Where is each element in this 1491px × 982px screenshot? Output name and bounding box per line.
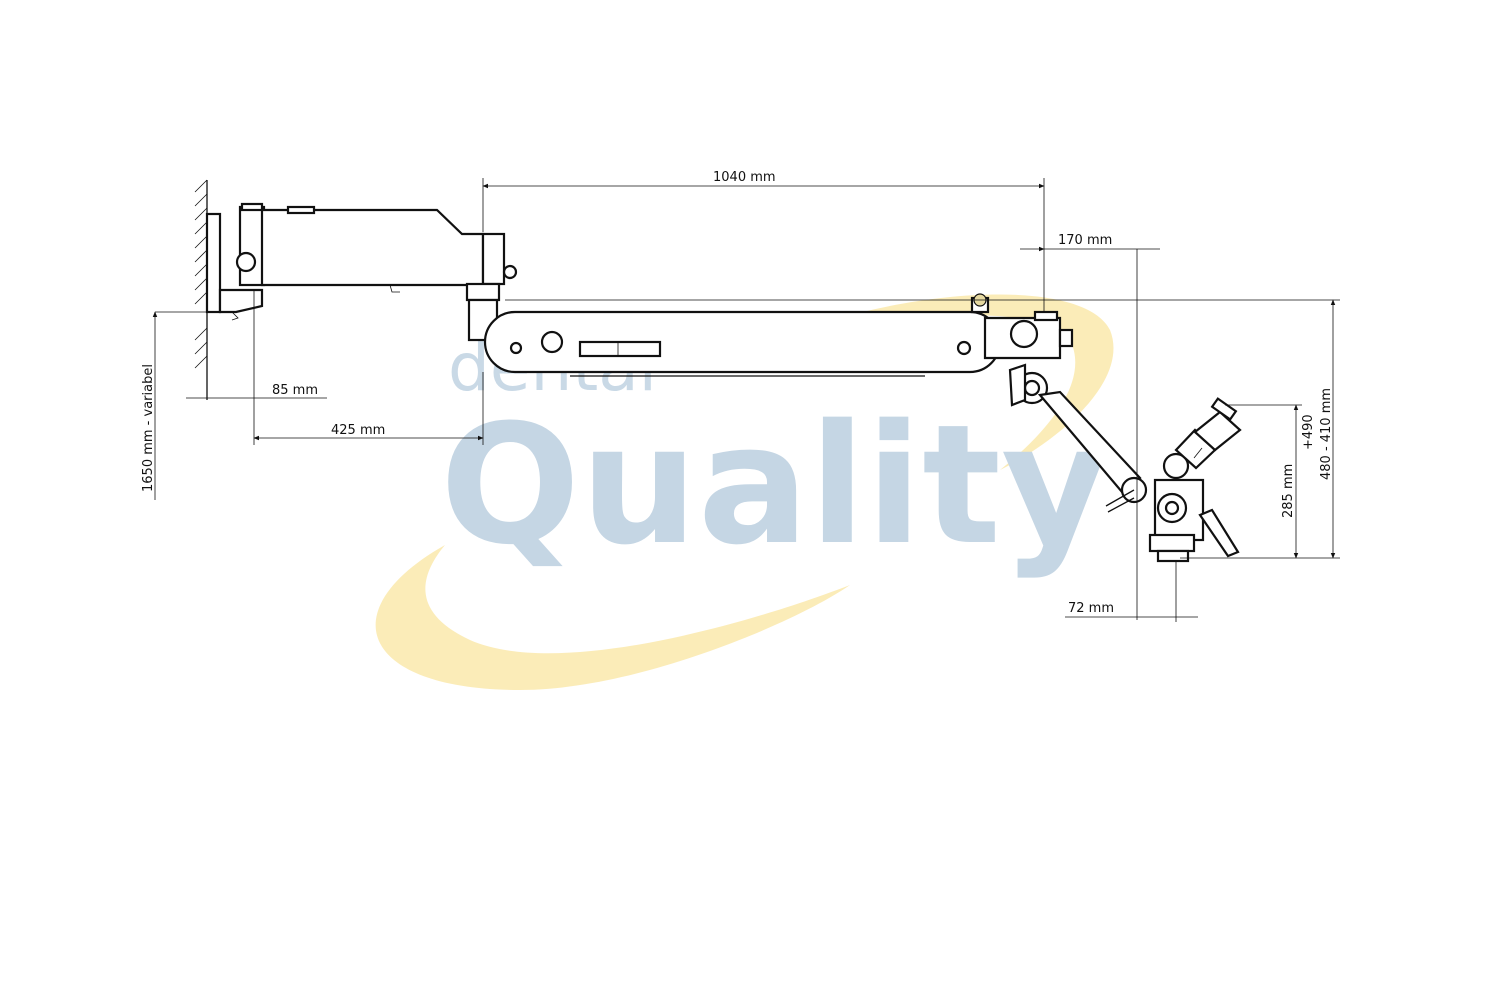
dim-mount-depth: 425 mm	[331, 423, 385, 438]
watermark-swoosh	[375, 545, 850, 690]
dim-mount-height: 1650 mm - variabel	[141, 364, 156, 492]
dim-travel-range: 480 - 410 mm	[1319, 388, 1334, 480]
dimension-lines	[152, 178, 1340, 622]
wall	[194, 179, 208, 400]
dim-arm-length: 1040 mm	[713, 170, 776, 185]
watermark: dental Quality	[375, 294, 1114, 690]
swing-arm	[983, 310, 1148, 513]
watermark-text-quality: Quality	[440, 389, 1109, 581]
dim-travel-top: +490	[1301, 414, 1316, 450]
watermark-swoosh-top	[735, 294, 1114, 470]
dim-head-width: 72 mm	[1068, 601, 1114, 616]
wall-mount	[205, 202, 518, 342]
microscope-head	[1148, 397, 1242, 563]
dim-head-height: 285 mm	[1281, 464, 1296, 518]
dim-head-offset: 170 mm	[1058, 233, 1112, 248]
dim-wall-offset: 85 mm	[272, 383, 318, 398]
